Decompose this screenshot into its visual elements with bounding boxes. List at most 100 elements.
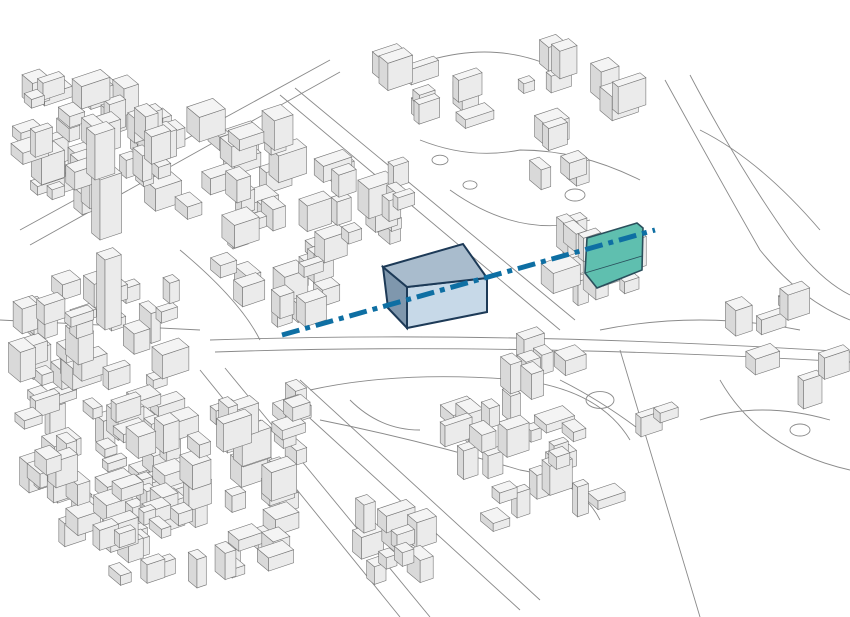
building-roof [101,452,128,465]
building [298,190,333,233]
building-roof [571,479,589,488]
building-roof [122,319,151,335]
building [653,401,679,424]
building [387,156,410,189]
building-left-face [572,482,578,518]
building [108,562,132,586]
building-roof [455,102,495,121]
building [85,121,116,181]
building-roof [29,388,61,402]
building [227,523,263,552]
building-right-face [516,488,531,519]
building [169,501,194,527]
main-building [380,242,489,331]
building-right-face [19,346,36,383]
road [224,367,431,617]
building-right-face [99,172,122,241]
building-roof [23,88,45,100]
building [561,418,587,443]
road [664,79,850,321]
building-right-face [531,369,544,400]
building [232,272,266,308]
building [413,93,441,125]
building-roof [577,227,602,239]
building-roof [611,72,647,88]
building-roof [36,71,66,84]
building-roof [261,104,294,122]
building-roof [516,349,541,363]
building-roof [586,482,626,502]
building-roof [256,539,295,559]
building [155,301,179,324]
road [699,409,831,421]
building-roof [214,541,237,554]
building [619,272,640,295]
building-roof [413,93,441,105]
building [571,479,589,518]
building-roof [221,206,260,226]
building-roof [261,455,298,474]
building-roof [51,269,82,286]
building-roof [452,67,483,81]
building-roof [143,124,172,138]
building-roof [113,524,136,535]
building-roof [479,507,511,524]
building-roof [542,116,568,129]
building-roof [227,523,263,541]
building [517,75,536,95]
building-left-face [96,252,106,331]
building [724,296,753,337]
building [455,102,495,130]
building-roof [210,251,238,267]
building [153,412,180,454]
building-roof [282,393,311,409]
building [95,247,122,331]
building-roof [149,482,179,499]
building [745,342,781,376]
building-roof [187,548,207,560]
road [179,249,261,341]
building [143,124,172,165]
building [36,291,66,326]
building-left-face [91,172,101,241]
building-right-face [104,254,122,331]
building-right-face [510,360,523,395]
building-roof [406,508,437,524]
road [619,349,701,617]
building [210,251,238,279]
building [7,337,37,383]
building-roof [392,188,416,199]
building-roof [64,304,95,319]
road [689,74,850,296]
building [392,188,416,211]
building [500,352,523,395]
building [102,359,131,391]
building [354,494,376,534]
building-roof [148,515,172,530]
building [186,98,226,143]
road [279,94,561,331]
building [140,553,166,584]
building-right-face [169,279,180,305]
building-left-face [30,128,36,159]
building [797,369,823,410]
building-roof [135,471,153,481]
building-roof [82,397,103,410]
building [295,288,328,328]
building-right-face [363,500,376,534]
building-roof [298,255,324,268]
building-roof [330,163,357,176]
building-roof [548,436,569,447]
building [491,480,518,505]
building-roof [357,170,398,190]
building-roof [500,352,523,366]
building [174,191,203,221]
building-roof [653,401,679,414]
building-right-face [488,404,500,429]
building [314,223,348,264]
building-roof [224,485,247,497]
building [497,414,530,458]
building-roof [528,156,552,171]
